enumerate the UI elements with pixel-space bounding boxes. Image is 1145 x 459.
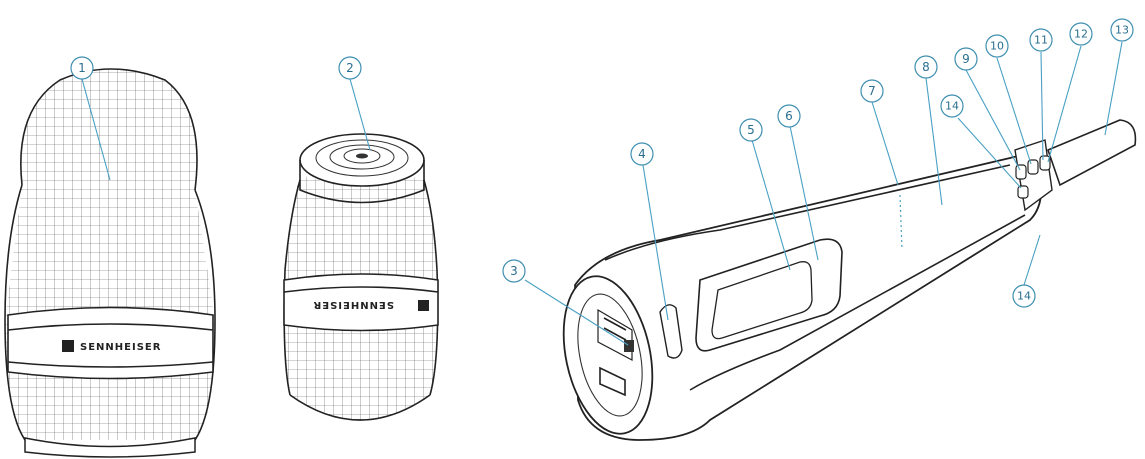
capsule-ring	[315, 139, 409, 177]
callout-10: 10	[985, 34, 1009, 58]
callout-1: 1	[70, 56, 94, 80]
grille-bottom-outline	[289, 394, 431, 421]
callouts: 1 2 3 4 5 6 7 8	[70, 18, 1134, 308]
contact-block	[597, 308, 633, 361]
callout-label: 10	[990, 40, 1004, 53]
leader-lines	[81, 41, 1123, 346]
brand-logo-icon	[62, 340, 74, 352]
control-button-9	[1015, 164, 1027, 180]
callout-label: 7	[868, 84, 876, 98]
transmitter-body	[562, 119, 1137, 441]
grille-left-outline	[283, 179, 301, 396]
marker-dotted	[899, 194, 903, 251]
control-button-10	[1027, 159, 1039, 175]
callout-12: 12	[1069, 22, 1093, 46]
callout-label: 14	[945, 100, 959, 113]
callout-label: 13	[1115, 24, 1129, 37]
callout-label: 9	[962, 52, 970, 66]
mic-head-left: SENNHEISER	[4, 68, 216, 458]
band-line	[7, 323, 214, 331]
callout-3: 3	[502, 259, 526, 283]
leader-5	[751, 139, 791, 271]
capsule-ring	[329, 144, 395, 170]
callout-13: 13	[1110, 18, 1134, 42]
band-line	[283, 286, 439, 293]
leader-4	[642, 164, 669, 321]
callout-7: 7	[860, 79, 884, 103]
callout-label: 2	[346, 61, 354, 75]
display-window	[711, 261, 813, 340]
callout-label: 11	[1034, 34, 1048, 47]
leader-3	[524, 279, 629, 346]
callout-2: 2	[338, 56, 362, 80]
leader-14b	[1023, 234, 1041, 286]
contact-lower	[599, 366, 626, 397]
leader-11	[1040, 51, 1044, 161]
grille-top-outline	[20, 68, 198, 191]
leader-14a	[957, 117, 1022, 189]
contact-pins	[603, 317, 627, 341]
callout-label: 4	[638, 147, 646, 161]
leader-13	[1104, 41, 1123, 136]
control-button-14	[1017, 185, 1029, 199]
callout-5: 5	[739, 118, 763, 142]
brand-name-left: SENNHEISER	[80, 342, 161, 353]
callout-label: 1	[78, 61, 86, 75]
capsule-side	[299, 160, 425, 204]
grille-left-outline	[4, 184, 26, 441]
brand-name-middle: SENNHEISER	[313, 299, 394, 310]
grille-right-outline	[423, 179, 439, 396]
brand-logo-icon	[418, 300, 429, 311]
leader-7	[871, 101, 899, 186]
head-thread-opening	[562, 275, 654, 435]
callout-8: 8	[914, 55, 938, 79]
callout-11: 11	[1029, 28, 1053, 52]
callout-label: 12	[1074, 28, 1088, 41]
callout-14-lower: 14	[1012, 284, 1036, 308]
callout-4: 4	[630, 142, 654, 166]
control-button-11	[1039, 155, 1051, 171]
body-lower-line	[689, 214, 1026, 391]
callout-label: 3	[510, 264, 518, 278]
callout-label: 14	[1017, 290, 1031, 303]
leader-10	[996, 57, 1032, 165]
body-ridge	[604, 164, 1011, 261]
leader-6	[789, 125, 819, 261]
capsule-top	[299, 133, 425, 187]
callout-label: 8	[922, 60, 930, 74]
leader-8	[925, 77, 943, 206]
grille-right-outline	[194, 189, 216, 441]
leader-2	[349, 78, 371, 151]
callout-9: 9	[954, 47, 978, 71]
mic-head-middle: SENNHEISER	[283, 133, 439, 421]
contact-pin	[624, 340, 634, 352]
mesh-grille-left	[5, 69, 215, 440]
thread-inner	[577, 293, 643, 417]
base-ring-left	[24, 437, 196, 458]
band-line	[7, 361, 214, 368]
callout-label: 5	[747, 123, 755, 137]
leader-12	[1047, 45, 1082, 163]
capsule-ring	[343, 148, 381, 164]
callout-label: 6	[785, 109, 793, 123]
callout-6: 6	[777, 104, 801, 128]
capsule-center	[356, 153, 368, 159]
leader-1	[81, 78, 111, 181]
callout-14-upper: 14	[940, 94, 964, 118]
antenna	[1047, 119, 1137, 187]
leader-9	[965, 69, 1021, 171]
